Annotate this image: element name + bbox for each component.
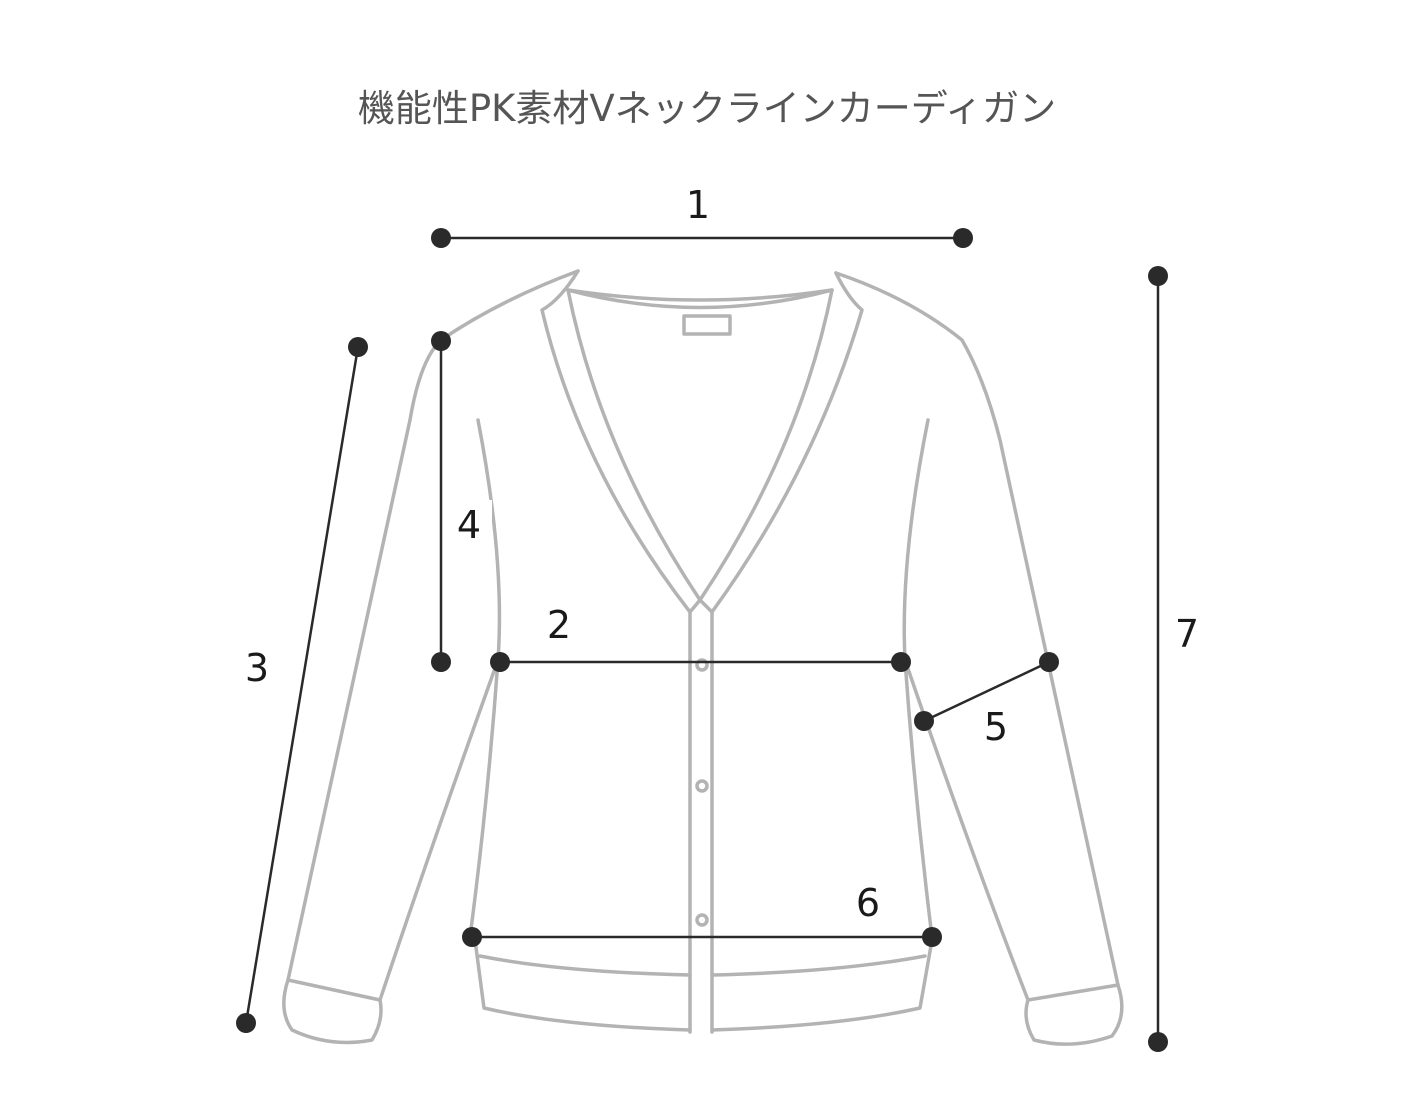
outer-neckline	[540, 269, 864, 614]
cardigan-outline	[282, 269, 1124, 1046]
measurement-5-bicep: 5	[914, 652, 1059, 749]
measurement-label-2: 2	[547, 603, 571, 647]
inner-neckline	[566, 288, 834, 602]
left-sleeve-outline	[286, 269, 580, 1002]
right-sleeve-outline	[834, 271, 1120, 1002]
left-cuff-outline	[282, 978, 383, 1045]
right-body-side	[903, 658, 934, 939]
measurement-2-chest: 2	[490, 603, 911, 672]
measurement-label-4: 4	[457, 503, 481, 547]
hem-band-seam	[478, 954, 927, 977]
right-cuff-outline	[1024, 983, 1124, 1046]
button-2	[695, 779, 709, 793]
measurement-label-1: 1	[686, 183, 710, 227]
button-1	[695, 658, 709, 672]
hem-band-outline	[473, 938, 934, 1032]
measurement-label-6: 6	[856, 881, 880, 925]
measurement-label-5: 5	[984, 705, 1008, 749]
diagram-title: 機能性PK素材Vネックラインカーディガン	[357, 87, 1057, 130]
measurement-label-3: 3	[245, 646, 269, 690]
measurement-6-hem: 6	[462, 881, 942, 947]
left-body-side	[468, 658, 500, 939]
measurement-4-armhole: 4	[431, 331, 492, 672]
button-3	[695, 913, 709, 927]
measurement-1-shoulder: 1	[431, 183, 973, 248]
measurement-label-7: 7	[1175, 612, 1199, 656]
neck-label-tag	[682, 314, 732, 336]
button-placket	[688, 598, 714, 1034]
back-collar	[566, 288, 834, 302]
measurement-7-length: 7	[1148, 266, 1199, 1052]
measurement-3-sleeve: 3	[236, 337, 368, 1033]
